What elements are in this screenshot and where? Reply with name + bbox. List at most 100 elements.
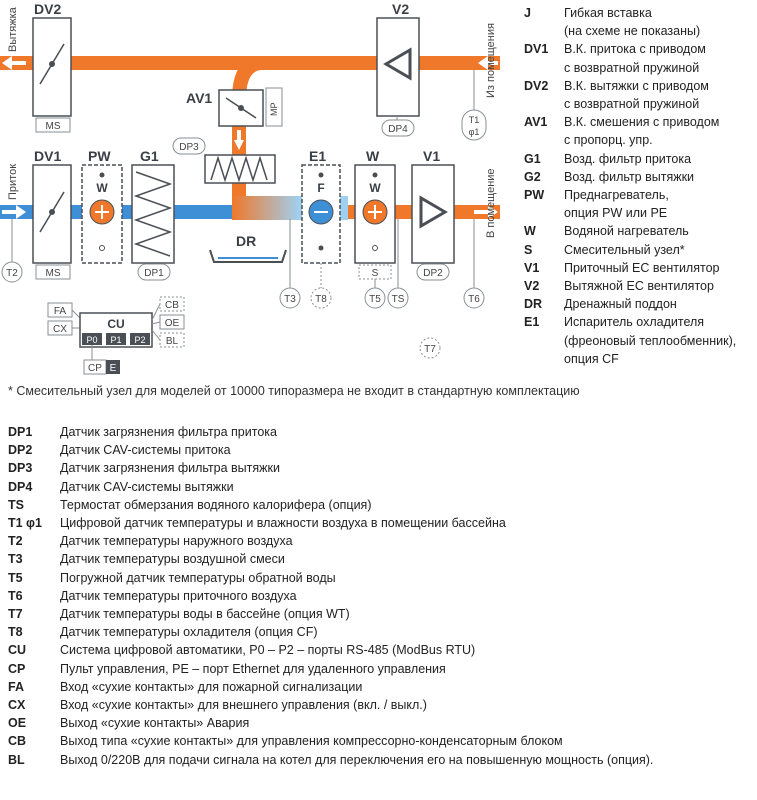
- legend-code: T5: [8, 570, 23, 585]
- legend-description: Датчик загрязнения фильтра притока: [60, 425, 277, 439]
- legend-code: T6: [8, 588, 23, 603]
- legend-description: Погружной датчик температуры обратной во…: [60, 570, 336, 585]
- t1-label: T1: [469, 115, 480, 125]
- legend-description: Испаритель охладителя: [564, 315, 705, 330]
- dp4-label: DP4: [388, 124, 408, 135]
- legend-row: T1 φ1 Цифровой датчик температуры и влажн…: [8, 514, 753, 532]
- legend-code: [524, 95, 564, 113]
- legend-row: T6 Датчик температуры приточного воздуха: [8, 587, 753, 605]
- legend-code: T7: [8, 607, 23, 622]
- legend-code: FA: [8, 679, 24, 694]
- legend-row: DP2 Датчик CAV-системы притока: [8, 441, 753, 459]
- legend-code: DP2: [8, 443, 33, 458]
- w-label: W: [366, 148, 380, 164]
- legend-code: T2: [8, 534, 23, 549]
- dv2-label: DV2: [34, 1, 61, 17]
- footnote: * Смесительный узел для моделей от 10000…: [8, 384, 580, 398]
- mix-zone: [232, 196, 300, 220]
- dp1-box: [137, 263, 171, 281]
- legend-description: Выход типа «сухие контакты» для управлен…: [60, 734, 563, 749]
- legend-code: DP4: [8, 479, 33, 494]
- t6-label: T6: [468, 294, 480, 305]
- legend-code: T3: [8, 552, 23, 567]
- legend-description: Пульт управления, PE – порт Ethernet для…: [60, 661, 446, 676]
- legend-code: T1 φ1: [8, 516, 42, 531]
- v2-label: V2: [392, 1, 409, 17]
- e1-f-letter: F: [317, 181, 324, 195]
- legend-code: T8: [8, 625, 23, 640]
- t6-sensor: [463, 287, 485, 309]
- av1-label: AV1: [186, 90, 212, 106]
- legend-description: (на схеме не показаны): [564, 24, 701, 39]
- intake-caption: Приток: [7, 164, 19, 200]
- oe-box: [159, 314, 185, 330]
- legend-description: Гибкая вставка: [564, 6, 652, 20]
- t1-sensor: [461, 109, 487, 141]
- legend-code: [524, 204, 564, 222]
- legend-description: с пропорц. упр.: [564, 133, 653, 148]
- legend-row: опция CF: [524, 350, 754, 368]
- legend-code: CB: [8, 734, 27, 749]
- mp-box: [265, 87, 283, 127]
- legend-row: PW Преднагреватель,: [524, 186, 754, 204]
- dp2-label: DP2: [423, 268, 443, 279]
- legend-description: Вход «сухие контакты» для пожарной сигна…: [60, 679, 363, 694]
- ts-label: TS: [392, 294, 405, 305]
- bl-label: BL: [166, 336, 179, 347]
- legend-code: BL: [8, 752, 25, 767]
- legend-row: DP1 Датчик загрязнения фильтра притока: [8, 423, 753, 441]
- legend-description: Датчик CAV-системы притока: [60, 443, 231, 458]
- legend-code: V1: [524, 260, 540, 275]
- legend-code: DV2: [524, 78, 549, 93]
- legend-row: (фреоновый теплообменник),: [524, 332, 754, 350]
- legend-code: V2: [524, 279, 540, 294]
- legend-description: Приточный EC вентилятор: [564, 260, 720, 275]
- legend-description: (фреоновый теплообменник),: [564, 333, 737, 348]
- dp3-box: [172, 137, 206, 155]
- legend-description: В.К. смешения с приводом: [564, 115, 720, 130]
- v2-fan-icon: [383, 47, 412, 81]
- legend-code: DR: [524, 297, 543, 312]
- legend-description: опция CF: [564, 351, 619, 366]
- legend-description: Датчик температуры охладителя (опция CF): [60, 625, 318, 640]
- legend-row: (на схеме не показаны): [524, 22, 754, 40]
- legend-description: Выход «сухие контакты» Авария: [60, 716, 250, 731]
- legend-description: Датчик CAV-системы вытяжки: [60, 479, 234, 494]
- pw-label: PW: [88, 148, 111, 164]
- legend-code: [524, 131, 564, 149]
- legend-code: PW: [524, 188, 545, 203]
- legend-description: В.К. притока с приводом: [564, 42, 706, 57]
- legend-description: Датчик температуры приточного воздуха: [60, 588, 297, 603]
- t3-label: T3: [284, 294, 296, 305]
- legend-code: [524, 332, 564, 350]
- legend-row: DP4 Датчик CAV-системы вытяжки: [8, 478, 753, 496]
- legend-code: E1: [524, 315, 540, 330]
- legend-code: [524, 59, 564, 77]
- p0-port: P0: [86, 335, 97, 345]
- t2-label: T2: [6, 268, 18, 279]
- legend-code: G2: [524, 169, 541, 184]
- legend-code: DV1: [524, 42, 549, 57]
- pw-w-letter: W: [96, 181, 108, 195]
- legend-description: Цифровой датчик температуры и влажности …: [60, 516, 506, 531]
- legend-description: Дренажный поддон: [564, 297, 677, 312]
- legend-row: V1 Приточный EC вентилятор: [524, 259, 754, 277]
- bl-box: [159, 332, 185, 348]
- legend-description: Термостат обмерзания водяного калорифера…: [60, 497, 372, 512]
- s-label: S: [372, 268, 379, 279]
- legend-code: DP1: [8, 425, 33, 439]
- legend-description: Преднагреватель,: [564, 188, 669, 203]
- dv2-ms-box: [35, 117, 71, 133]
- legend-description: Водяной нагреватель: [564, 224, 689, 239]
- cb-box: [159, 296, 185, 312]
- legend-code: AV1: [524, 115, 548, 130]
